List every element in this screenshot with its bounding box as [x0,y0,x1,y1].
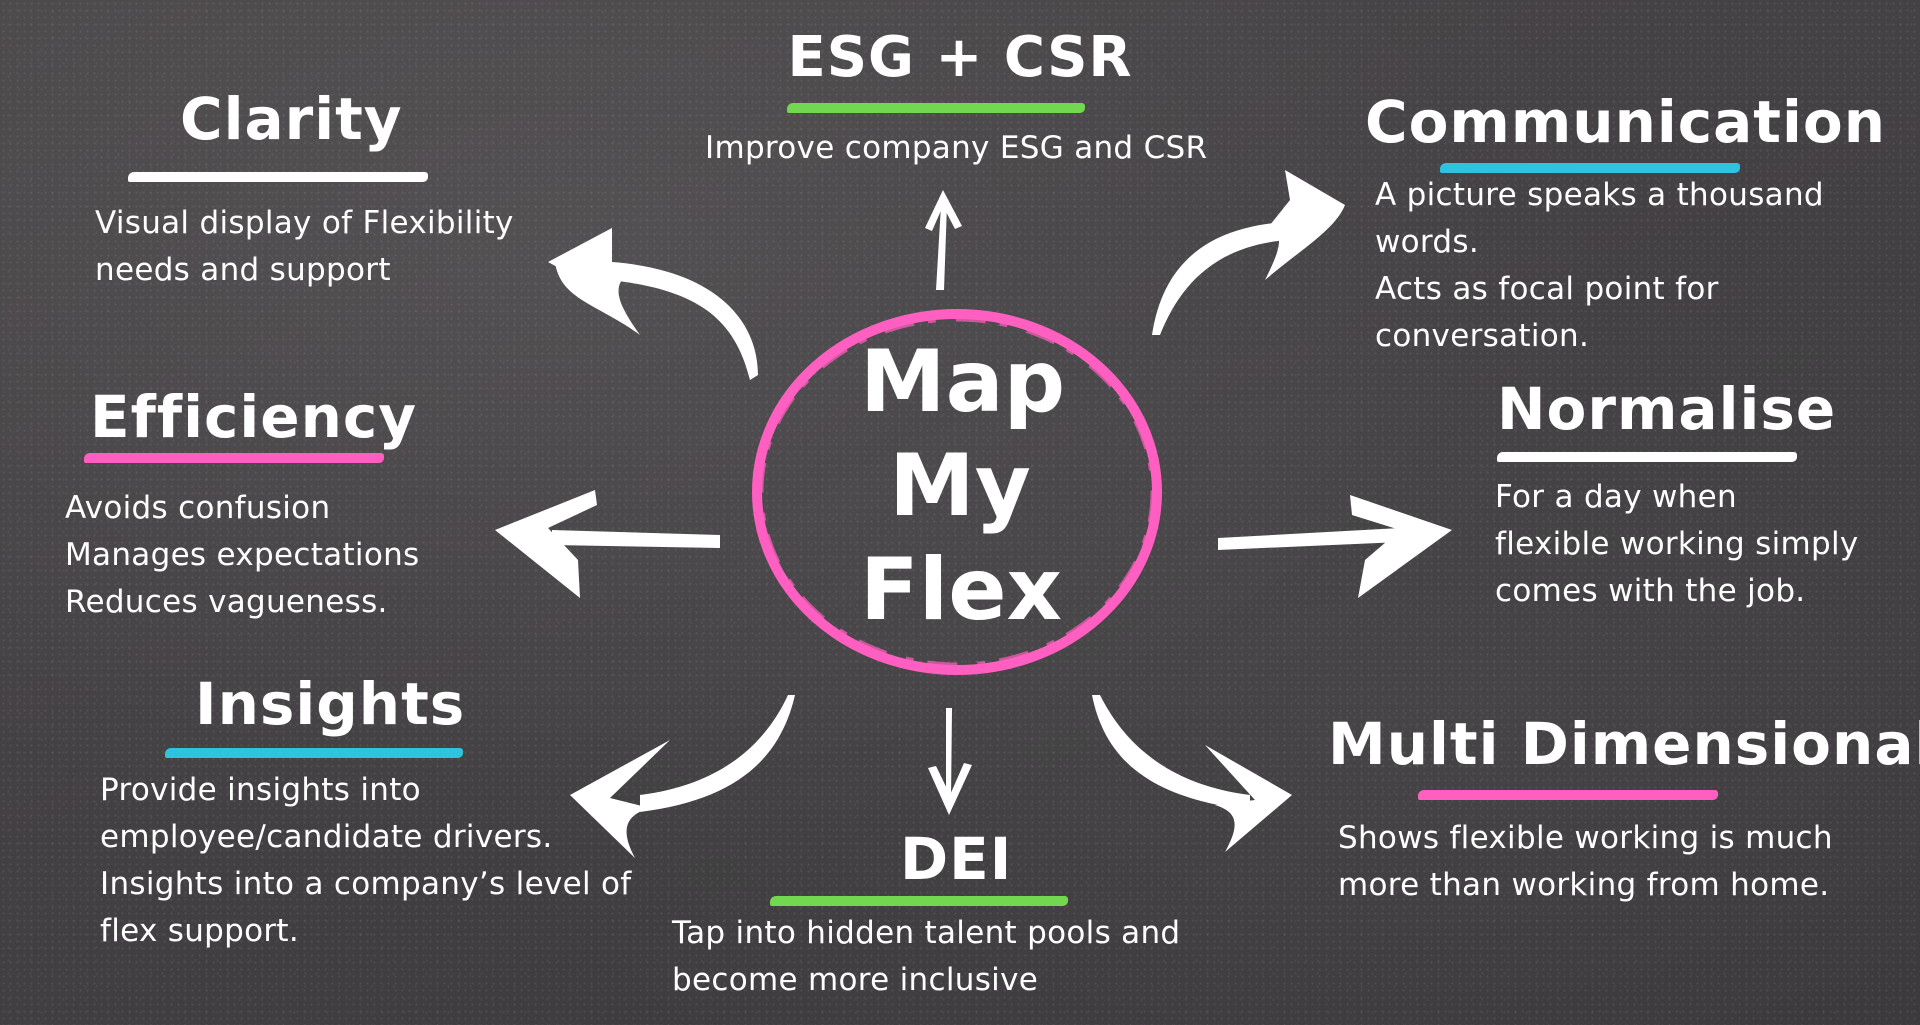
center-title-line: Flex [860,540,1063,640]
underline-white [1497,452,1797,462]
node-title-communication: Communication [1365,88,1887,156]
underline-green [770,896,1068,906]
arrow-to-multi-dimensional [1092,695,1292,852]
node-title-clarity: Clarity [180,85,403,153]
underline-blue [165,748,463,758]
underline-pink [84,453,384,463]
node-title-normalise: Normalise [1497,375,1837,443]
arrow-to-insights [570,695,795,858]
arrow-to-clarity [548,228,758,380]
underline-green [787,103,1085,113]
arrow-to-communication [1152,170,1345,335]
node-description-communication: A picture speaks a thousand words. Acts … [1375,177,1824,354]
center-title-line: Map [860,332,1066,432]
arrow-to-normalise [1218,495,1452,598]
node-esg: ESG + CSR [700,30,1220,86]
node-description: Improve company ESG and CSR [705,130,1208,166]
center-ring-texture [760,318,1154,666]
arrow-to-efficiency [495,490,720,598]
node-description-efficiency: Avoids confusion Manages expectations Re… [65,490,420,620]
center-ring [752,309,1162,675]
center-title: Map My Flex [860,330,1066,642]
center-title-line: My [889,436,1031,536]
node-title-dei: DEI [900,825,1013,893]
node-description-multi-dimensional: Shows flexible working is much more than… [1338,820,1833,903]
node-description-clarity: Visual display of Flexibility needs and … [95,205,514,288]
node-title: ESG + CSR [787,25,1133,90]
underline-pink [1418,790,1718,800]
node-description-dei: Tap into hidden talent pools and become … [672,915,1181,998]
underline-white [128,172,428,182]
node-title-efficiency: Efficiency [90,383,418,451]
underline-blue [1440,163,1740,173]
node-description-insights: Provide insights into employee/candidate… [100,772,632,949]
node-title-insights: Insights [195,670,466,738]
arrow-to-esg [925,190,962,290]
arrow-to-dei [928,708,972,815]
node-title-multi-dimensional: Multi Dimensional [1328,710,1920,778]
node-description-normalise: For a day when flexible working simply c… [1495,479,1859,609]
